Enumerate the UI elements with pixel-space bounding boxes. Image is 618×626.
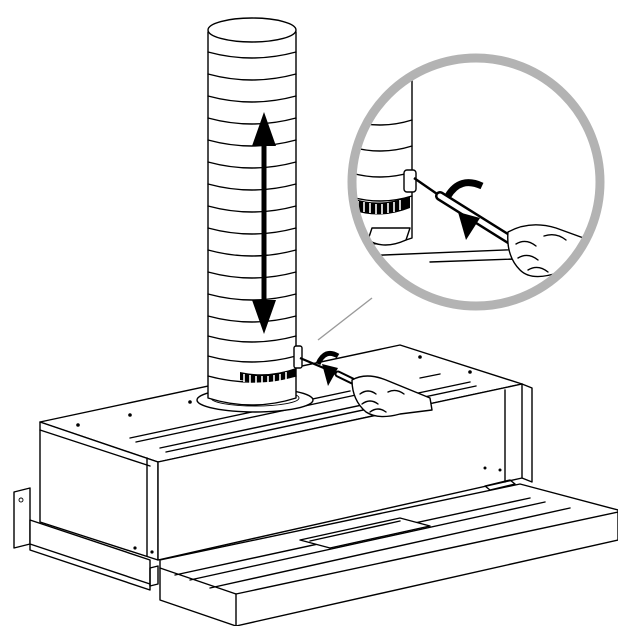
screw-dot (468, 370, 472, 374)
callout-ring (347, 53, 605, 311)
callout-leader-line (317, 297, 373, 341)
hose-clamp-icon (240, 345, 303, 384)
screw-dot (498, 468, 502, 472)
hand-icon (351, 375, 433, 418)
double-arrow-icon (252, 112, 276, 334)
screw-dot (418, 355, 422, 359)
magnifier-callout-icon (347, 53, 605, 311)
screw-dot (188, 400, 192, 404)
mounting-bracket-icon (13, 487, 31, 549)
screw-dot (150, 550, 154, 554)
extendable-drawer-icon (29, 479, 618, 626)
telescopic-duct-icon (207, 17, 297, 406)
screw-dot (76, 423, 80, 427)
screw-dot (483, 466, 487, 470)
screw-dot (133, 546, 137, 550)
rotate-arrow-icon (315, 350, 340, 386)
screw-dot (128, 413, 132, 417)
